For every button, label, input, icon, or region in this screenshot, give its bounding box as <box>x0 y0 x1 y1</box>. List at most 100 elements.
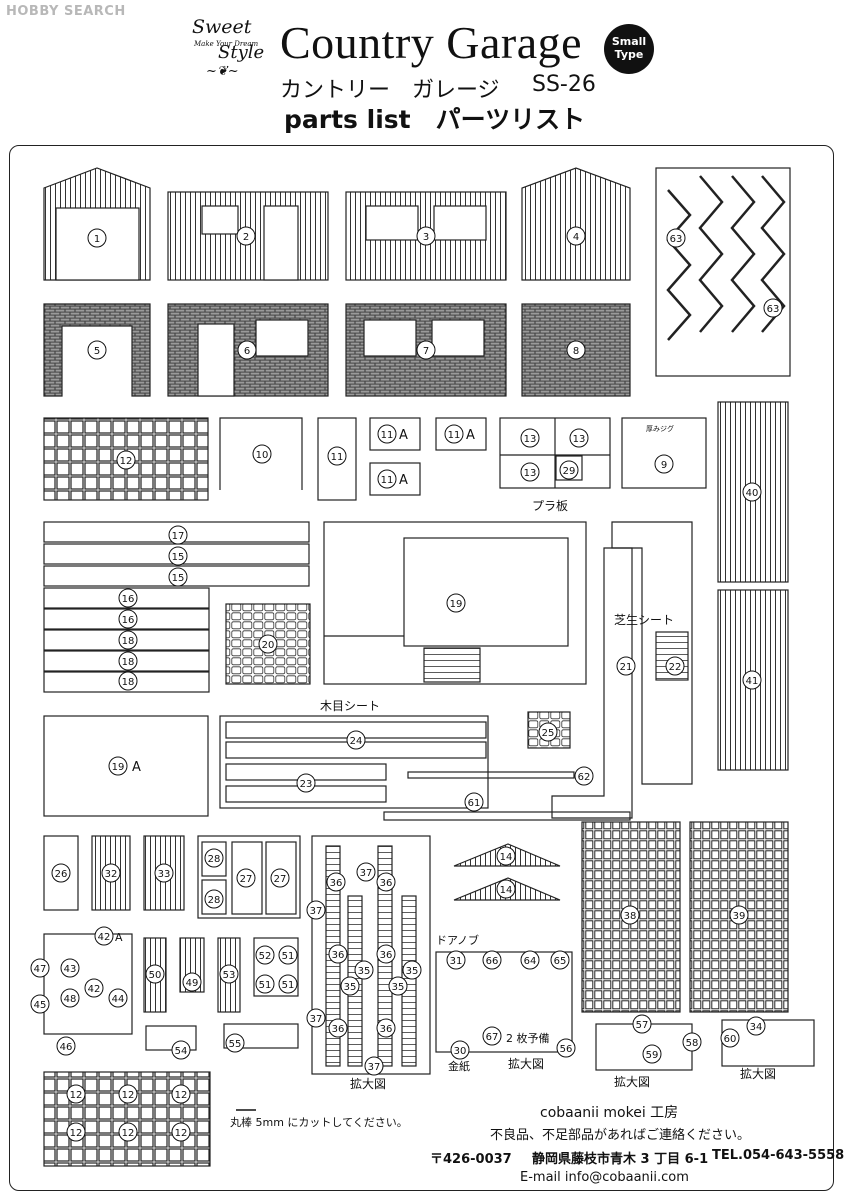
part-label: 35 <box>344 982 357 993</box>
page-title: Country Garage <box>280 17 583 68</box>
part-label: 63 <box>670 234 683 245</box>
part-label: 24 <box>350 736 363 747</box>
part-label: 67 <box>486 1032 499 1043</box>
part-label: 18 <box>122 657 135 668</box>
part-label: 42 <box>98 932 111 943</box>
grass-sheet-label: 芝生シート <box>614 612 674 627</box>
part-label: 2 <box>243 232 249 243</box>
part-label: 58 <box>686 1038 699 1049</box>
part-label: 14 <box>500 852 513 863</box>
part-label: 11 <box>448 430 461 441</box>
part-label: 51 <box>282 951 295 962</box>
part-label: 37 <box>368 1062 381 1073</box>
part-label: 8 <box>573 346 579 357</box>
part-label: 47 <box>34 964 47 975</box>
part-label: 42 <box>88 984 101 995</box>
part-label: 13 <box>524 434 537 445</box>
part-label: 3 <box>423 232 429 243</box>
part-suffix: A <box>466 428 475 443</box>
part-label: 28 <box>208 895 221 906</box>
wood-sheet-label: 木目シート <box>320 699 380 713</box>
part-label: 12 <box>70 1090 83 1101</box>
part-label: 26 <box>55 869 68 880</box>
part-label: 36 <box>332 1024 345 1035</box>
part-label: 9 <box>661 460 667 471</box>
part-label: 35 <box>358 966 371 977</box>
part-label: 12 <box>120 456 133 467</box>
part-label: 29 <box>563 466 576 477</box>
enlarged-label: 拡大図 <box>614 1075 650 1089</box>
part-label: 15 <box>172 573 185 584</box>
part-label: 51 <box>259 980 272 991</box>
part-label: 11 <box>381 475 394 486</box>
part-suffix: A <box>132 760 141 775</box>
part-label: 64 <box>524 956 537 967</box>
page-subtitle: カントリー ガレージ <box>280 78 500 103</box>
part-label: 39 <box>733 911 746 922</box>
part-suffix: A <box>115 931 123 944</box>
part-label: 14 <box>500 885 513 896</box>
part-label: 22 <box>669 662 682 673</box>
part-label: 36 <box>332 950 345 961</box>
part-label: 25 <box>542 728 555 739</box>
part-label: 19 <box>450 599 463 610</box>
part-label: 15 <box>172 552 185 563</box>
postal-code: 〒426-0037 <box>430 1152 512 1167</box>
part-label: 40 <box>746 488 759 499</box>
part-label: 35 <box>406 966 419 977</box>
part-label: 66 <box>486 956 499 967</box>
part-label: 36 <box>330 878 343 889</box>
part-label: 13 <box>524 468 537 479</box>
part-label: 31 <box>450 956 463 967</box>
enlarged-label: 拡大図 <box>508 1057 544 1071</box>
part-label: 34 <box>750 1022 763 1033</box>
part-label: 12 <box>175 1090 188 1101</box>
part-label: 17 <box>172 531 185 542</box>
part-suffix: A <box>399 473 408 488</box>
part-label: 21 <box>620 662 633 673</box>
part-label: 45 <box>34 1000 47 1011</box>
part-label: 18 <box>122 636 135 647</box>
part-label: 37 <box>360 868 373 879</box>
part-label: 4 <box>573 232 579 243</box>
enlarged-label: 拡大図 <box>350 1077 386 1091</box>
phone-number: TEL.054-643-5558 <box>712 1148 845 1163</box>
part-label: 53 <box>223 970 236 981</box>
part-label: 7 <box>423 346 429 357</box>
part-label: 37 <box>310 906 323 917</box>
part-label: 41 <box>746 676 759 687</box>
size-badge: Small Type <box>604 24 654 74</box>
part-label: 12 <box>122 1090 135 1101</box>
sweet-style-logo: Sweet Make Your Dream Style ~❦~ <box>192 16 265 79</box>
part-label: 65 <box>554 956 567 967</box>
address: 静岡県藤枝市青木 3 丁目 6-1 <box>532 1152 709 1167</box>
part-label: 13 <box>573 434 586 445</box>
company-name: cobaanii mokei 工房 <box>540 1105 679 1121</box>
part-label: 12 <box>122 1128 135 1139</box>
part-label: 38 <box>624 911 637 922</box>
parts-list-heading: parts list パーツリスト <box>284 105 586 134</box>
spare-label: 2 枚予備 <box>506 1031 550 1045</box>
part-label: 32 <box>105 869 118 880</box>
part-label: 43 <box>64 964 77 975</box>
part-label: 59 <box>646 1050 659 1061</box>
part-label: 30 <box>454 1046 467 1057</box>
part-label: 5 <box>94 346 100 357</box>
part-label: 28 <box>208 854 221 865</box>
part-label: 60 <box>724 1034 737 1045</box>
part-label: 6 <box>244 346 250 357</box>
part-suffix: A <box>399 428 408 443</box>
part-label: 1 <box>94 234 100 245</box>
round-bar-note: 丸棒 5mm にカットしてください。 <box>230 1115 408 1129</box>
gold-paper-label: 金紙 <box>448 1059 470 1073</box>
part-label: 52 <box>259 951 272 962</box>
part-label: 10 <box>256 450 269 461</box>
product-code: SS-26 <box>532 72 596 97</box>
part-label: 36 <box>380 878 393 889</box>
part-label: 62 <box>578 772 591 783</box>
part-label: 27 <box>240 874 253 885</box>
part-label: 35 <box>392 982 405 993</box>
part-label: 16 <box>122 594 135 605</box>
part-label: 63 <box>767 304 780 315</box>
